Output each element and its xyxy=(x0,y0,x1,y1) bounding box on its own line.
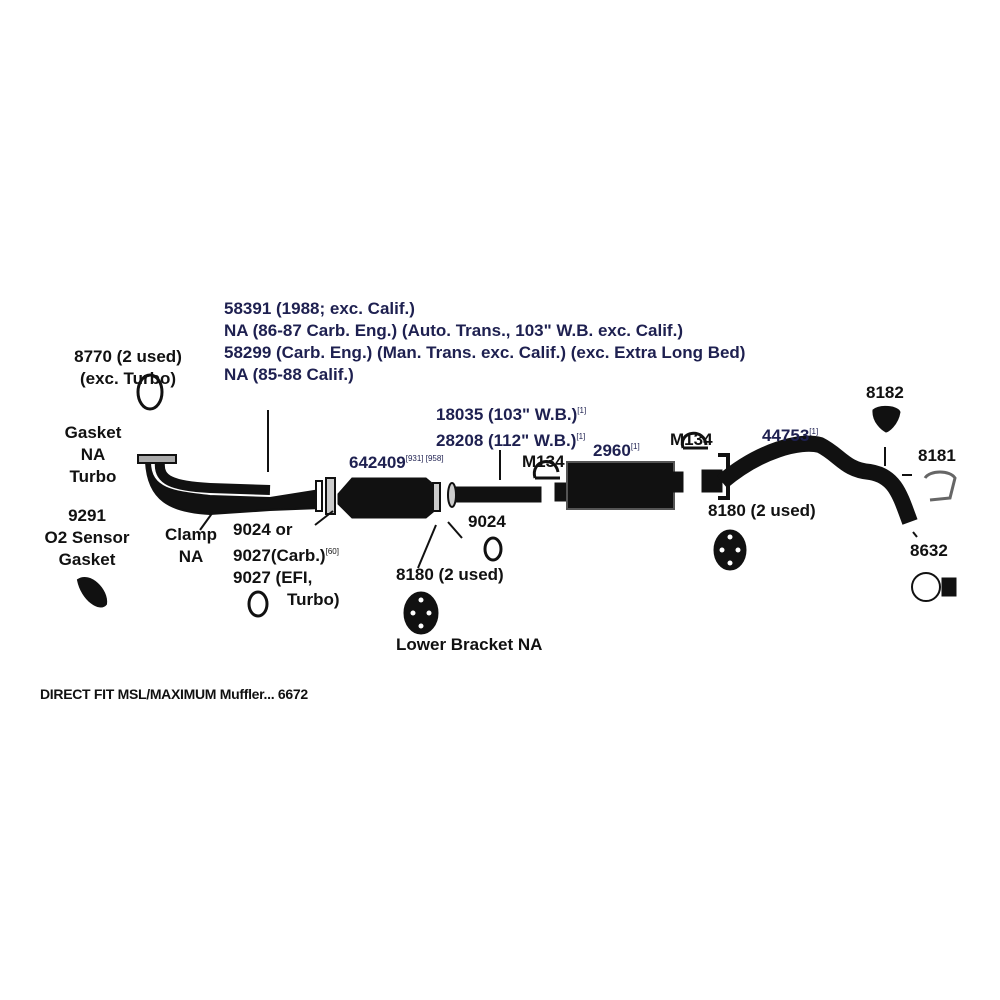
label-text: 18035 (103" W.B.) xyxy=(436,405,578,424)
label-line: 8770 (2 used) xyxy=(74,347,182,366)
label-text: 2960 xyxy=(593,441,631,460)
label-gasket-8770: 8770 (2 used) (exc. Turbo) xyxy=(74,346,182,390)
label-line: NA (86-87 Carb. Eng.) (Auto. Trans., 103… xyxy=(224,321,683,340)
label-line: 18035 (103" W.B.)[1] xyxy=(436,400,586,426)
label-converter: 642409[931] [958] xyxy=(349,448,444,474)
label-line: 28208 (112" W.B.)[1] xyxy=(436,426,586,452)
gasket-9024-icon xyxy=(483,536,503,562)
intermediate-pipe-shape xyxy=(455,486,542,503)
label-line: O2 Sensor xyxy=(44,528,130,547)
label-line: 58391 (1988; exc. Calif.) xyxy=(224,299,415,318)
label-line: NA (85-88 Calif.) xyxy=(224,365,354,384)
label-text: 9027(Carb.) xyxy=(233,546,326,565)
label-line: 9027(Carb.)[60] xyxy=(233,541,340,567)
hanger-8180-left-icon xyxy=(403,591,439,635)
label-clamp-m134-left: M134 xyxy=(522,452,565,471)
muffler-shape xyxy=(566,461,675,510)
label-text: 28208 (112" W.B.) xyxy=(436,431,577,450)
gasket-8770-icon xyxy=(136,373,164,411)
footnote: [1] xyxy=(576,432,586,441)
label-muffler: 2960[1] xyxy=(593,436,640,462)
label-clamp-m134-right: M134 xyxy=(670,430,713,449)
footnote: [1] xyxy=(630,442,640,451)
o2-sensor-gasket-icon xyxy=(76,577,108,608)
label-line: 9291 xyxy=(68,506,106,525)
label-intermediate-pipe: 18035 (103" W.B.)[1] 28208 (112" W.B.)[1… xyxy=(436,400,586,452)
hanger-8180-right-icon xyxy=(713,529,747,571)
label-gasket-9024: 9024 xyxy=(468,512,506,531)
clamp-m134-left-icon xyxy=(532,460,560,480)
label-clamp-8632: 8632 xyxy=(910,541,948,560)
label-gasket-9024-9027: 9024 or 9027(Carb.)[60] 9027 (EFI, Turbo… xyxy=(233,519,340,611)
label-clamp-na: Clamp NA xyxy=(165,524,217,568)
label-line: 58299 (Carb. Eng.) (Man. Trans. exc. Cal… xyxy=(224,343,746,362)
label-line: Turbo) xyxy=(287,590,340,609)
hanger-8181-icon xyxy=(923,470,957,502)
footer-caption: DIRECT FIT MSL/MAXIMUM Muffler... 6672 xyxy=(40,686,308,702)
label-hanger-8181: 8181 xyxy=(918,446,956,465)
label-line: Gasket xyxy=(58,550,116,569)
label-text: 642409 xyxy=(349,453,406,472)
clamp-m134-right-icon xyxy=(681,431,708,450)
front-pipe-shape xyxy=(144,461,321,516)
label-text: 44753 xyxy=(762,426,810,445)
catalytic-converter-shape xyxy=(337,477,439,519)
label-hanger-8180-right: 8180 (2 used) xyxy=(708,501,816,520)
label-line: (exc. Turbo) xyxy=(79,369,177,388)
label-o2-sensor-gasket: 9291 O2 Sensor Gasket xyxy=(44,505,129,571)
label-gasket-na-turbo: Gasket NA Turbo xyxy=(65,422,122,488)
footnote: [1] xyxy=(577,406,587,415)
label-hanger-8180-left: 8180 (2 used) xyxy=(396,565,504,584)
label-front-pipe: 58391 (1988; exc. Calif.) NA (86-87 Carb… xyxy=(224,298,745,386)
label-line: NA xyxy=(178,547,204,566)
label-line: Turbo xyxy=(69,467,117,486)
footnote: [60] xyxy=(325,547,339,556)
label-line: NA xyxy=(80,445,106,464)
tailpipe-shape xyxy=(716,435,918,525)
manifold-flange xyxy=(137,454,177,464)
label-line: 9027 (EFI, xyxy=(233,568,313,587)
label-tailpipe: 44753[1] xyxy=(762,421,818,447)
label-hanger-8182: 8182 xyxy=(866,383,904,402)
clamp-8632-icon xyxy=(911,572,941,602)
footnote: [931] [958] xyxy=(405,454,444,463)
label-line: Gasket xyxy=(64,423,122,442)
label-line: 9024 or xyxy=(233,520,293,539)
footnote: [1] xyxy=(809,427,819,436)
label-line: Clamp xyxy=(165,525,217,544)
label-lower-bracket: Lower Bracket NA xyxy=(396,635,543,654)
hanger-8182-icon xyxy=(872,405,901,433)
